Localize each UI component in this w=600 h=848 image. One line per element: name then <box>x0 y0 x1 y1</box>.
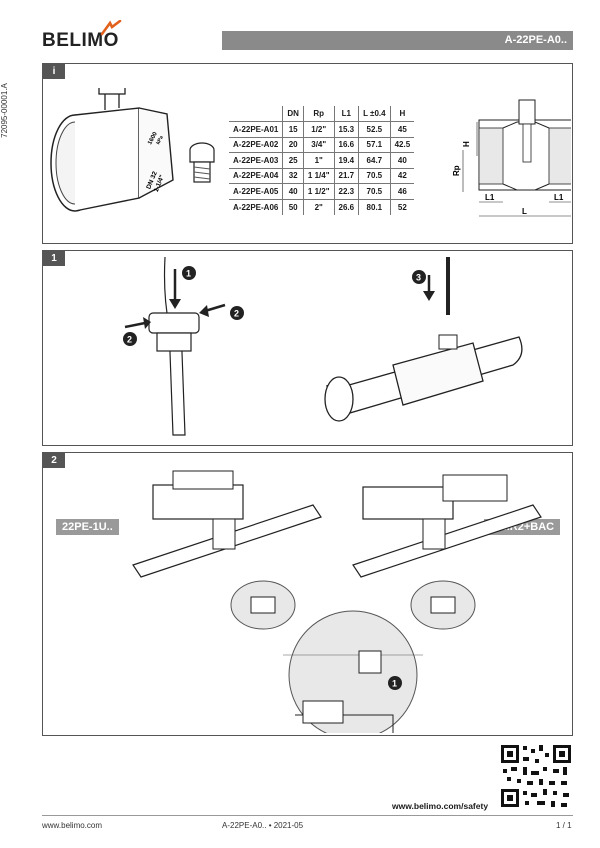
installation-illustration: 1 <box>132 470 542 733</box>
valve-illustration: 1600 kPa DN 32 1-1/4" <box>50 88 215 212</box>
callout-2-left: 2 <box>127 335 132 345</box>
valve-unit-text: kPa <box>155 135 165 146</box>
footer-doc-ref: A-22PE-A0.. • 2021-05 <box>222 821 304 830</box>
step-2-panel: 2 22PE-1U.. EV..R2+BAC 1 <box>42 452 573 736</box>
footer-page-number: 1 / 1 <box>556 821 572 830</box>
dim-label-l1-right: L1 <box>554 193 564 202</box>
sensor-insertion-illustration: 1 2 2 <box>123 256 244 436</box>
variant-label-22pe-1u: 22PE-1U.. <box>56 519 119 535</box>
right-assembly <box>352 474 542 578</box>
qr-code[interactable] <box>499 743 573 809</box>
panel-tag-info: i <box>43 64 65 79</box>
callout-2-right: 2 <box>234 309 239 319</box>
brand-name: BELIMO <box>42 30 119 51</box>
callout-1-step-2: 1 <box>392 679 397 689</box>
dim-label-rp: Rp <box>452 165 461 176</box>
safety-link[interactable]: www.belimo.com/safety <box>392 801 489 811</box>
dim-label-l: L <box>522 207 527 216</box>
belimo-logo: BELIMO <box>42 20 122 51</box>
step-1-panel: 1 1 2 2 3 <box>42 250 573 446</box>
brand-mark-icon <box>100 20 122 36</box>
dim-label-h: H <box>462 141 471 147</box>
table-header-row: DN Rp L1 L ±0.4 H <box>229 106 415 122</box>
panel-tag-step-2: 2 <box>43 453 65 468</box>
callout-3: 3 <box>416 273 421 283</box>
cross-section-drawing: H Rp L1 L1 L <box>452 99 571 217</box>
document-title: A-22PE-A0.. <box>222 31 573 50</box>
side-code: 72095-00001.A <box>0 83 9 138</box>
left-assembly <box>132 470 322 578</box>
valve-pressure-text: 1600 <box>147 131 159 146</box>
dim-label-l1-left: L1 <box>485 193 495 202</box>
panel-tag-step-1: 1 <box>43 251 65 266</box>
info-panel: i 1600 kPa DN 32 1-1/4" DN Rp <box>42 63 573 244</box>
plug-fitting <box>189 142 215 183</box>
footer-website[interactable]: www.belimo.com <box>42 821 103 830</box>
pipe-mount-illustration: 3 <box>324 257 523 422</box>
footer-divider <box>42 815 573 816</box>
callout-1: 1 <box>186 269 191 279</box>
